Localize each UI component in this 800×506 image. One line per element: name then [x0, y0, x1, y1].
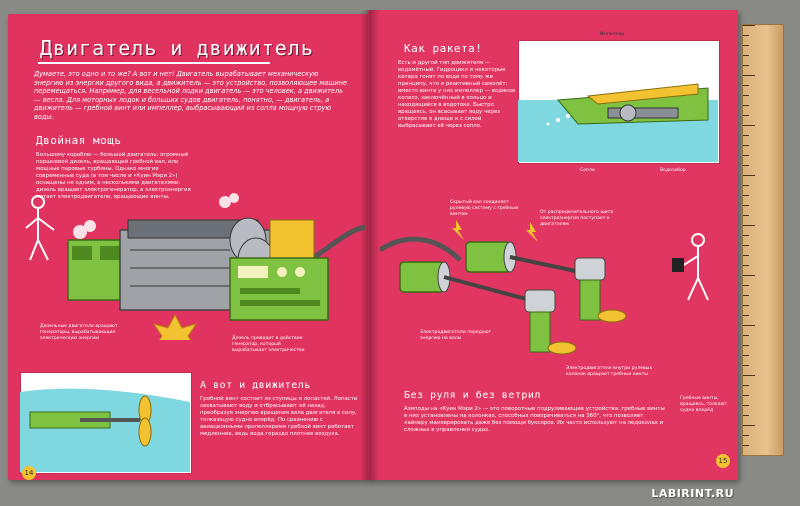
ruler-tick	[743, 195, 749, 196]
section-text-azipod: Азиподы на «Куин Мэри 2» — это поворотны…	[404, 406, 665, 433]
book-gutter	[360, 10, 380, 480]
section-heading-double-power: Двойная мощь	[36, 134, 122, 147]
label-generators: Дизельные двигатели вращают генераторы, …	[40, 324, 118, 341]
intro-text: Думаете, это одно и то же? А вот и нет! …	[34, 70, 348, 121]
ruler-tick	[743, 105, 749, 106]
ruler-tick	[743, 215, 749, 216]
label-power: От распределительного щита электроэнерги…	[540, 210, 614, 227]
ruler-tick	[743, 375, 755, 376]
ruler-tick	[743, 205, 749, 206]
section-text-rocket: Есть и другой тип движителя — водомётный…	[398, 60, 516, 129]
azipod-illustration	[380, 220, 709, 355]
ruler-tick	[743, 155, 749, 156]
propeller-illustration	[20, 388, 190, 472]
label-motors: Электродвигатели передают энергию на вал…	[420, 330, 492, 341]
ruler-tick	[743, 385, 749, 386]
label-props: Гребные винты, вращаясь, толкают судно в…	[680, 396, 728, 413]
ruler-tick	[743, 235, 749, 236]
ruler-tick	[743, 125, 755, 126]
ruler-tick	[743, 245, 749, 246]
label-intake: Водозабор	[660, 168, 686, 173]
ruler-tick	[743, 315, 749, 316]
ruler-tick	[743, 25, 755, 26]
ruler-tick	[743, 165, 749, 166]
ruler-tick	[743, 35, 749, 36]
ruler-tick	[743, 75, 755, 76]
ruler-tick	[743, 145, 749, 146]
ruler-tick	[743, 95, 749, 96]
ruler-tick	[743, 275, 755, 276]
ruler-tick	[743, 175, 755, 176]
section-heading-propeller: А вот и движитель	[200, 380, 311, 391]
ruler	[742, 24, 784, 456]
ruler-tick	[743, 65, 749, 66]
ruler-tick	[743, 255, 749, 256]
ruler-tick	[743, 305, 749, 306]
section-heading-azipod: Без руля и без ветрил	[404, 390, 541, 401]
ruler-tick	[743, 85, 749, 86]
ruler-tick	[743, 135, 749, 136]
page-number-right: 15	[716, 454, 730, 468]
ruler-tick	[743, 225, 755, 226]
label-impeller: Импеллер	[600, 32, 625, 37]
label-pods: Электродвигатели внутри рулевых колонок …	[566, 366, 653, 377]
ruler-tick	[743, 265, 749, 266]
page-number-left: 14	[22, 466, 36, 480]
watermark: LABIRINT.RU	[651, 487, 734, 500]
section-text-propeller: Гребной винт состоит из ступицы и лопаст…	[200, 396, 358, 437]
ship-engine-illustration	[25, 193, 365, 340]
ruler-tick	[743, 45, 749, 46]
label-engine: Дизель приводит в действие генератор, ко…	[232, 336, 305, 353]
ruler-tick	[743, 335, 749, 336]
section-heading-rocket: Как ракета!	[404, 42, 483, 55]
ruler-tick	[743, 415, 749, 416]
ruler-tick	[743, 285, 749, 286]
ruler-tick	[743, 445, 749, 446]
page-title: Двигатель и движитель	[40, 36, 314, 60]
ruler-tick	[743, 325, 755, 326]
section-text-double-power: Большому кораблю — большой двигатель: ог…	[36, 152, 191, 200]
ruler-tick	[743, 295, 749, 296]
label-nozzle: Сопло	[580, 168, 595, 173]
ruler-tick	[743, 405, 749, 406]
ruler-tick	[743, 55, 749, 56]
ruler-tick	[743, 435, 749, 436]
jet-ski-illustration	[518, 50, 718, 162]
ruler-tick	[743, 395, 749, 396]
ruler-tick	[743, 425, 755, 426]
title-underline	[38, 62, 270, 64]
ruler-tick	[743, 365, 749, 366]
ruler-tick	[743, 355, 749, 356]
ruler-tick	[743, 185, 749, 186]
ruler-tick	[743, 345, 749, 346]
label-shaft: Скрытый вал соединяет рулевую систему с …	[450, 200, 519, 217]
ruler-tick	[743, 115, 749, 116]
